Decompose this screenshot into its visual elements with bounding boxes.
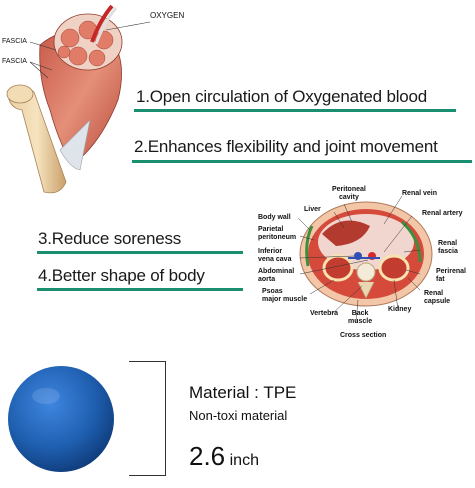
material-label: Material : TPE [189,383,297,402]
label-inferior-vena-cava: Inferior vena cava [258,248,292,263]
label-parietal-peritoneum: Parietal peritoneum [258,226,297,241]
label-peritoneal-cavity: Peritoneal cavity [332,186,366,201]
benefit-2: 2.Enhances flexibility and joint movemen… [134,137,438,156]
muscle-illustration [6,4,151,194]
material-note: Non-toxi material [189,408,288,423]
label-renal-artery: Renal artery [422,210,463,217]
label-perirenal-fat: Perirenal fat [436,268,466,283]
label-vertebra: Vertebra [310,310,339,317]
massage-ball [6,364,116,474]
label-body-wall: Body wall [258,214,291,221]
size-value: 2.6 [189,441,226,471]
benefit-1-underline [134,109,456,112]
abdomen-cross-section-illustration [297,195,433,323]
benefit-4-underline [37,288,243,291]
size-readout: 2.6 inch [189,441,259,472]
size-bracket [129,361,169,476]
fascia-label-top: FASCIA [2,38,27,45]
bracket-top [129,361,165,362]
label-psoas-major: Psoas major muscle [262,288,308,303]
fascia-label-mid: FASCIA [2,58,27,65]
bracket-bottom [129,475,165,476]
oxygen-label: OXYGEN [150,11,185,20]
benefit-3-underline [37,251,243,254]
muscle-diagram: OXYGEN FASCIA FASCIA [0,0,200,200]
size-unit: inch [229,452,259,469]
label-abdominal-aorta: Abdominal aorta [258,268,295,283]
label-liver: Liver [304,206,321,213]
benefit-4: 4.Better shape of body [38,266,205,285]
cross-section-caption: Cross section [340,332,387,339]
benefit-3: 3.Reduce soreness [38,229,182,248]
label-renal-fascia: Renal fascia [438,240,458,255]
ball-illustration [8,366,114,472]
label-kidney: Kidney [388,306,412,313]
benefit-1: 1.Open circulation of Oxygenated blood [136,87,428,106]
label-renal-vein: Renal vein [402,190,438,197]
label-renal-capsule: Renal capsule [424,290,451,305]
cross-section-diagram: Peritoneal cavity Liver Renal vein Renal… [252,182,474,346]
bracket-vertical [165,361,166,476]
benefit-2-underline [132,160,472,163]
label-back-muscle: Back muscle [348,310,373,325]
